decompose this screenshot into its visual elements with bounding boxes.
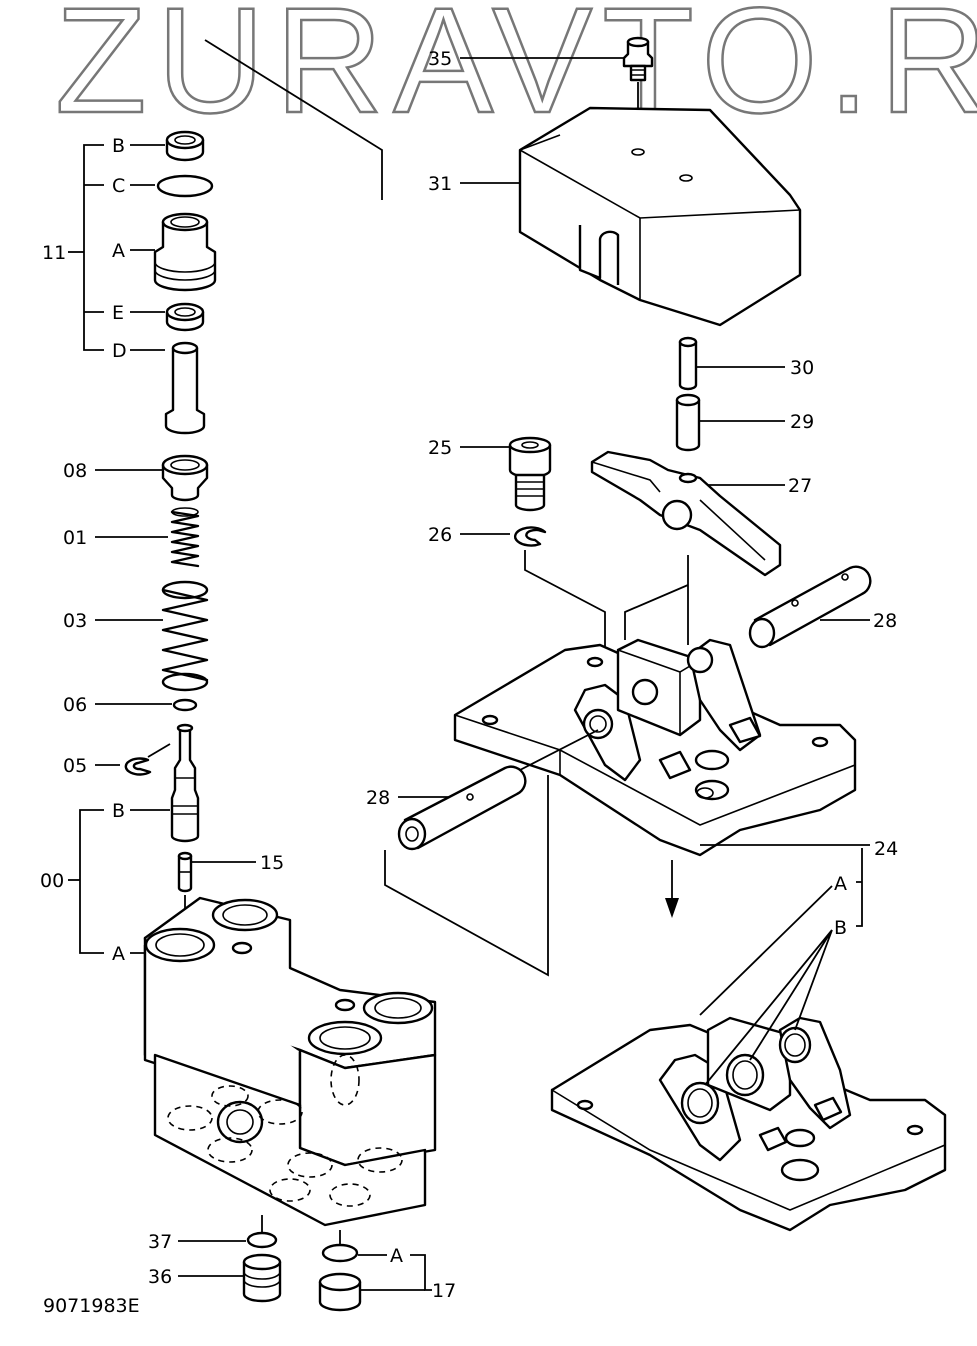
part-05-circlip	[124, 757, 152, 776]
callout-26: 26	[428, 524, 452, 546]
part-27-lever	[590, 450, 782, 577]
callout-05: 05	[63, 755, 87, 777]
reference-line-assembly	[384, 775, 549, 977]
callout-06: 06	[63, 694, 87, 716]
callout-01: 01	[63, 527, 87, 549]
part-30-pin	[678, 336, 698, 391]
part-03-outer-spring	[161, 580, 209, 692]
callout-11-D: D	[112, 340, 127, 362]
part-08-spring-seat	[161, 454, 209, 502]
callout-11-B: B	[112, 135, 125, 157]
part-17A-o-ring	[321, 1243, 359, 1263]
callout-28-right: 28	[873, 610, 897, 632]
callout-29: 29	[790, 411, 814, 433]
callout-00-A: A	[112, 943, 125, 965]
part-06-washer	[172, 698, 198, 712]
bracket-24	[856, 848, 863, 927]
part-29-sleeve	[675, 393, 701, 452]
callout-15: 15	[260, 852, 284, 874]
part-35-bolt	[622, 36, 654, 82]
part-26-washer	[514, 526, 547, 547]
reference-line-top	[204, 39, 383, 200]
callout-24-B: B	[834, 917, 847, 939]
callout-31: 31	[428, 173, 452, 195]
part-11D-push-rod	[164, 341, 206, 435]
callout-24: 24	[874, 838, 898, 860]
callout-24-A: A	[834, 873, 847, 895]
part-11C-o-ring	[156, 174, 214, 198]
callout-27: 27	[788, 475, 812, 497]
part-15-pin	[177, 851, 193, 893]
part-28-right-pin	[748, 565, 872, 649]
part-37-o-ring	[246, 1231, 278, 1249]
callout-11: 11	[42, 242, 66, 264]
part-24-base-plate-detail	[550, 1016, 947, 1232]
callout-11-C: C	[112, 175, 125, 197]
part-31-cover	[518, 106, 802, 327]
down-arrow-icon	[665, 860, 679, 918]
callout-25: 25	[428, 437, 452, 459]
callout-37: 37	[148, 1231, 172, 1253]
drawing-code: 9071983E	[43, 1295, 140, 1317]
part-11A-plug	[153, 212, 217, 292]
reference-line-lever	[624, 584, 689, 640]
leader-24-A	[699, 885, 833, 1016]
part-00B-spool	[170, 723, 200, 843]
part-01-inner-spring	[170, 507, 200, 568]
part-25-cap-screw	[508, 436, 552, 512]
bracket-17	[358, 1254, 432, 1291]
part-28-left-pin	[397, 765, 527, 851]
callout-30: 30	[790, 357, 814, 379]
part-36-plug	[242, 1253, 282, 1303]
callout-35: 35	[428, 48, 452, 70]
callout-11-A: A	[112, 240, 125, 262]
bracket-11	[68, 144, 165, 351]
callout-08: 08	[63, 460, 87, 482]
leader-05b	[147, 743, 171, 758]
callout-36: 36	[148, 1266, 172, 1288]
part-11E-seal	[165, 302, 205, 332]
part-17-plug	[318, 1272, 362, 1312]
callout-00-B: B	[112, 800, 125, 822]
part-00A-casing	[143, 896, 437, 1227]
leader-24-B	[704, 929, 833, 1086]
axis-line-28-left	[519, 729, 599, 771]
callout-03: 03	[63, 610, 87, 632]
callout-00: 00	[40, 870, 64, 892]
callout-17: 17	[432, 1280, 456, 1302]
part-11B-bushing	[165, 130, 205, 162]
watermark: ZURAVTO.RU	[55, 0, 977, 144]
part-24-base-plate	[453, 638, 857, 857]
callout-28-left: 28	[366, 787, 390, 809]
callout-17-A: A	[390, 1245, 403, 1267]
callout-11-E: E	[112, 302, 124, 324]
